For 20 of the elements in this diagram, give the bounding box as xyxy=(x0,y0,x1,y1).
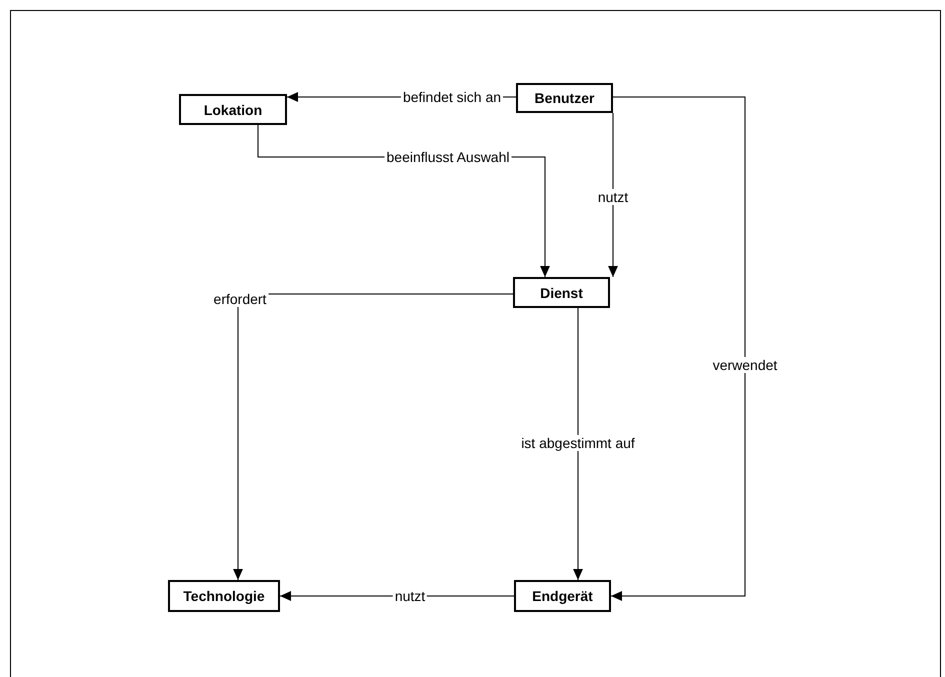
entity-box xyxy=(179,94,287,125)
edge-label: erfordert xyxy=(212,291,268,307)
entity-box xyxy=(516,83,613,113)
entity-name: Benutzer xyxy=(534,90,594,106)
entity-name: Technologie xyxy=(183,588,265,604)
connector-arrow xyxy=(573,308,583,580)
edge-label: nutzt xyxy=(596,189,630,205)
connector-arrow xyxy=(608,112,618,278)
connector-arrow xyxy=(610,96,746,601)
entity-box xyxy=(514,580,611,612)
entity-name: Lokation xyxy=(204,102,262,118)
entity-box xyxy=(513,277,610,308)
edge-label: befindet sich an xyxy=(400,89,504,105)
edge-label: ist abgestimmt auf xyxy=(519,435,637,451)
connector-arrow xyxy=(233,294,514,580)
entity-name: Dienst xyxy=(540,284,583,300)
entity-box xyxy=(168,580,280,612)
edge-label: verwendet xyxy=(710,357,780,373)
entity-name: Endgerät xyxy=(532,588,593,604)
edge-label: beeinflusst Auswahl xyxy=(384,149,512,165)
